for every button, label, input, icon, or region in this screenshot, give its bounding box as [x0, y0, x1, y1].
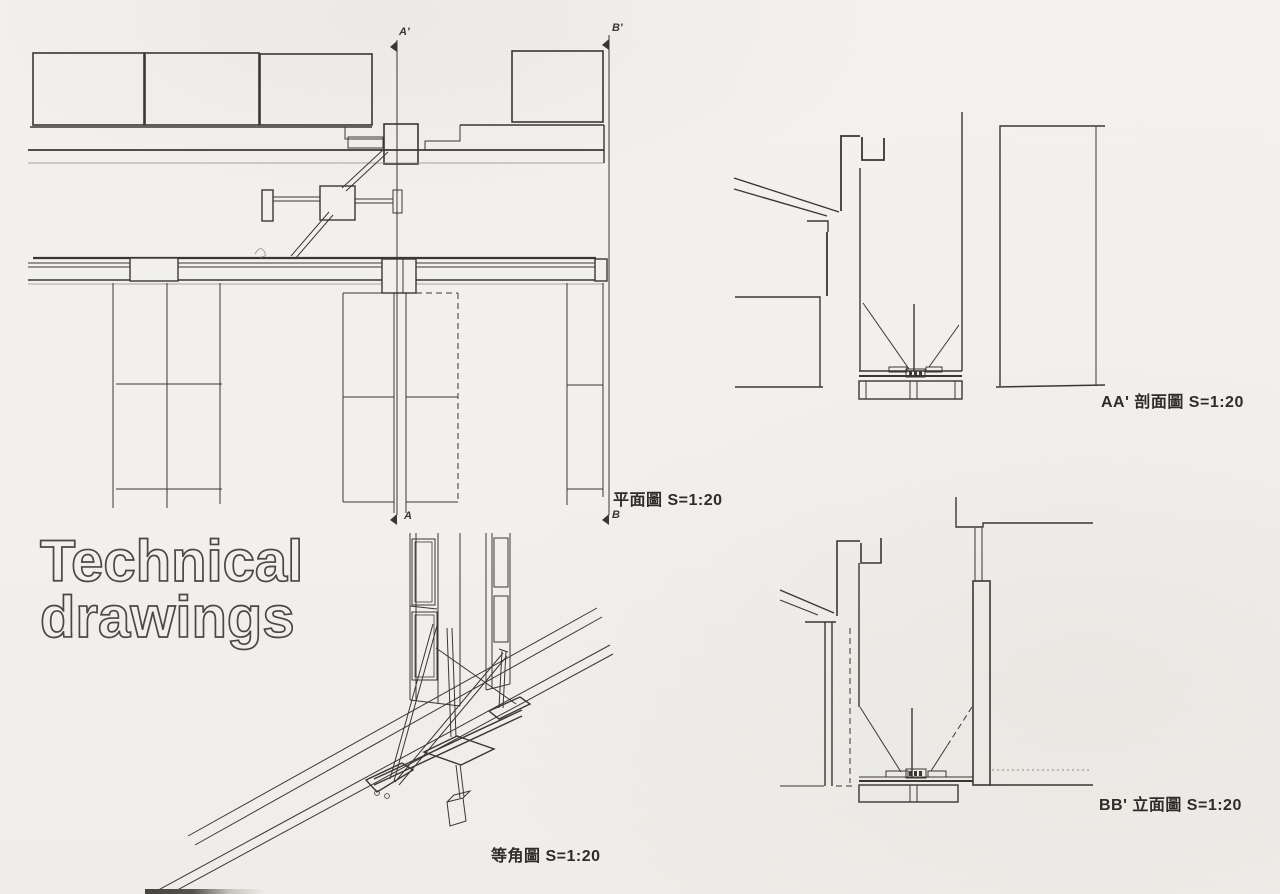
page-title-line2: drawings [39, 584, 295, 650]
aa-left-wall [735, 296, 823, 388]
bb-gutter-hook [836, 538, 882, 616]
aa-right-building [995, 125, 1106, 388]
isometric-drawing [150, 533, 614, 894]
section-marker-a-prime: A' [399, 26, 410, 38]
bb-roof [779, 589, 836, 623]
section-marker-a: A [404, 510, 412, 522]
plan-label: 平面圖 S=1:20 [613, 492, 723, 509]
elevation-bb-label: BB' 立面圖 S=1:20 [1099, 797, 1242, 814]
page-title-line1: Technical [39, 529, 304, 594]
plan-beam-band [28, 123, 605, 165]
plan-drawing [28, 35, 610, 525]
bb-right-structure [955, 497, 1093, 786]
aa-roof [733, 177, 840, 296]
plan-window-frame-right [566, 283, 604, 505]
plan-roof-tiles [32, 50, 604, 126]
iso-mechanism [389, 621, 517, 827]
elevation-bb-drawing [779, 497, 1093, 803]
section-marker-b-prime: B' [612, 22, 623, 34]
plan-rail [28, 248, 608, 294]
plan-window-frame-center [342, 292, 459, 513]
plan-door-mechanism [261, 148, 403, 260]
aa-gutter-hook [840, 135, 885, 211]
iso-door-panel [409, 533, 461, 707]
isometric-label: 等角圖 S=1:20 [491, 848, 601, 865]
aa-balcony-bay [859, 112, 963, 371]
iso-guide-shoes [364, 696, 532, 799]
section-marker-b: B [612, 509, 620, 521]
page-title: Technical drawings [39, 529, 304, 650]
iso-rear-panel [485, 533, 511, 691]
bb-deck [858, 768, 973, 803]
plan-window-frame-left [112, 283, 222, 508]
aa-deck [858, 366, 963, 400]
section-line-a [390, 40, 398, 525]
section-line-b [602, 35, 610, 525]
bb-balcony-bay [858, 563, 973, 777]
scan-artifact-bar [145, 889, 265, 894]
iso-floor-rails [150, 607, 614, 894]
bb-left-wall [780, 622, 856, 787]
section-aa-label: AA' 剖面圖 S=1:20 [1101, 394, 1244, 411]
section-aa-drawing [733, 112, 1106, 400]
